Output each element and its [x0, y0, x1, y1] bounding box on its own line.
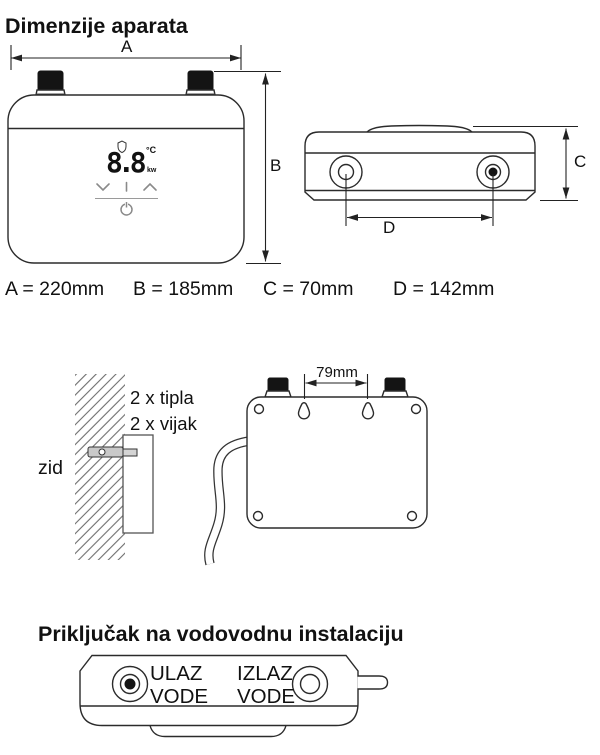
screw-hole — [253, 403, 265, 415]
display-digits: 8.8 — [106, 146, 146, 179]
temp-unit-label: °C — [146, 145, 157, 155]
pipe-fitting-back-left — [264, 377, 292, 398]
inlet-label-line2: VODE — [150, 685, 208, 708]
front-view: A B 8.8 °C kw — [7, 37, 281, 265]
chevron-up-icon — [143, 182, 157, 191]
heater-body-back — [246, 396, 428, 529]
screw-anchor — [87, 446, 138, 458]
back-view: 79mm — [204, 364, 428, 566]
drain-pipe — [357, 675, 389, 690]
connector-left — [329, 155, 363, 189]
dim-d-label: D — [383, 218, 395, 237]
page-title: Dimenzije aparata — [5, 14, 189, 38]
wall-hatch — [75, 374, 125, 560]
heater-body-front — [7, 94, 245, 264]
dim-c-label: C — [574, 152, 586, 171]
power-cable — [204, 436, 251, 566]
dim-b-label: B — [270, 156, 281, 175]
dimension-c: C — [473, 125, 586, 202]
keyhole-slot-left — [297, 402, 311, 420]
dimension-b: B — [214, 70, 281, 265]
top-view: C D — [304, 124, 586, 237]
plumbing-title: Priključak na vodovodnu instalaciju — [38, 622, 404, 646]
water-outlet — [291, 665, 329, 703]
hole-spacing-label: 79mm — [316, 364, 358, 381]
heater-body-top — [304, 131, 536, 201]
dimension-hole-spacing: 79mm — [303, 364, 369, 399]
screw-hole — [252, 510, 264, 522]
outlet-label-line2: VODE — [237, 685, 295, 708]
dimension-d: D — [345, 174, 494, 237]
power-icon — [120, 201, 133, 216]
water-inlet — [111, 665, 149, 703]
screw-hole — [406, 510, 418, 522]
inlet-label-line1: ULAZ — [150, 662, 202, 685]
top-bump — [366, 124, 473, 133]
anchors-label: 2 x tipla — [130, 387, 194, 408]
wall-mounting-view: 2 x tipla 2 x vijak zid — [38, 374, 198, 560]
heater-body-bottom — [79, 654, 359, 727]
connector-right — [476, 155, 510, 189]
chevron-down-icon — [96, 183, 110, 192]
bottom-lip — [149, 725, 287, 738]
outlet-label-line1: IZLAZ — [237, 662, 293, 685]
dimension-a: A — [10, 37, 242, 70]
screw-hole — [410, 403, 422, 415]
power-unit-label: kw — [147, 167, 157, 174]
dimensions-row: A = 220mm B = 185mm C = 70mm D = 142mm — [5, 278, 494, 300]
dim-a-value: A = 220mm — [5, 278, 104, 300]
screws-label: 2 x vijak — [130, 413, 198, 434]
dim-c-value: C = 70mm — [263, 278, 353, 300]
dim-d-value: D = 142mm — [393, 278, 494, 300]
keyhole-slot-right — [361, 402, 375, 420]
shield-icon — [117, 140, 127, 154]
pipe-fitting-back-right — [381, 377, 409, 398]
bottom-view: ULAZ VODE IZLAZ VODE — [79, 654, 389, 738]
dim-b-value: B = 185mm — [133, 278, 233, 300]
wall-label: zid — [38, 457, 63, 479]
dim-a-label: A — [121, 37, 133, 56]
